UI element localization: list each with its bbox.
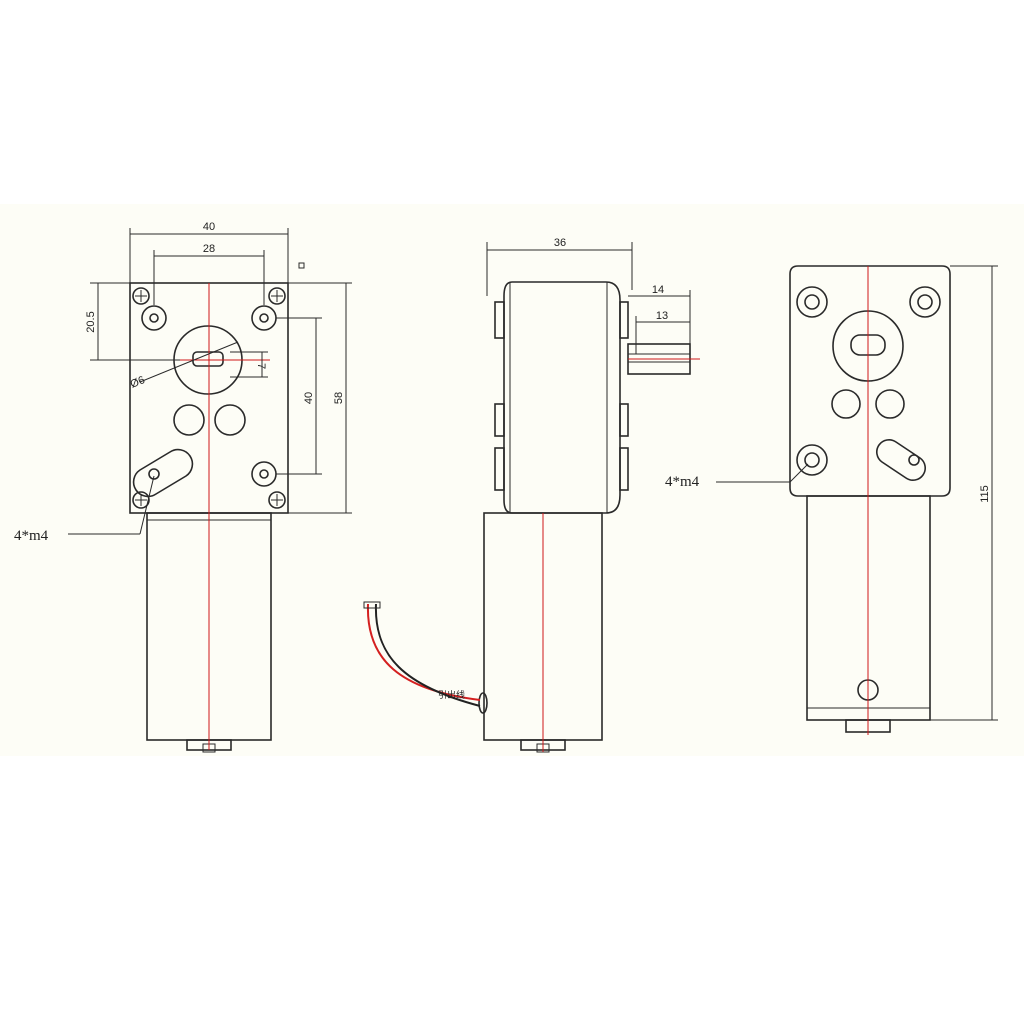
side-tab [619, 447, 629, 491]
front-corner-screw [268, 287, 286, 305]
front-round-hole [214, 404, 246, 436]
dim-side-depth: 36 [486, 237, 633, 296]
dim-front-hole-spacing: 40 [276, 317, 322, 475]
rear-mounting-hole [909, 286, 941, 318]
dim-shaft-length-label: 14 [652, 284, 664, 296]
rear-mount-callout: 4*m4 [665, 463, 809, 490]
dim-shaft-flat-length: 13 [635, 310, 690, 354]
rear-mounting-hole [796, 444, 828, 476]
side-wire-red [366, 603, 481, 701]
rear-round-hole [831, 389, 861, 419]
dim-shaft-flat-label: 7 [255, 363, 267, 369]
front-slotted-hole [132, 448, 194, 498]
side-tab [494, 301, 505, 339]
rear-slotted-hole [876, 439, 926, 481]
dim-shaft-flat-length-label: 13 [656, 310, 668, 322]
dim-front-height: 58 [288, 282, 352, 514]
dim-front-width-outer: 40 [129, 221, 289, 283]
side-gearbox-body [503, 281, 621, 514]
side-wire-label: 引出线 [438, 689, 465, 700]
front-shaft-flat [192, 351, 224, 367]
dim-front-height-label: 58 [333, 392, 345, 404]
rear-mounting-hole [796, 286, 828, 318]
dim-overall-length: 115 [930, 265, 998, 721]
dim-shaft-flat: 7 [230, 351, 268, 378]
rear-gearbox-plate [789, 265, 951, 497]
front-mounting-hole [141, 305, 167, 331]
side-wire-grommet [478, 692, 488, 714]
dim-shaft-diameter: Ø6 [129, 341, 239, 391]
rear-view: 115 4*m4 [665, 265, 998, 735]
rear-mount-callout-label: 4*m4 [665, 474, 700, 490]
front-corner-screw [132, 287, 150, 305]
dim-shaft-length: 14 [628, 284, 691, 344]
dim-front-width-outer-label: 40 [203, 221, 215, 233]
front-corner-screw [132, 491, 150, 509]
front-view: 40 28 20.5 40 58 [14, 221, 352, 753]
front-mount-callout-label: 4*m4 [14, 528, 49, 544]
side-tab [619, 403, 629, 437]
dim-shaft-diameter-label: Ø6 [129, 374, 147, 391]
front-mount-callout: 4*m4 [14, 475, 155, 544]
front-datum-marker [298, 262, 305, 269]
dim-front-offset: 20.5 [85, 282, 180, 361]
front-round-hole [173, 404, 205, 436]
dim-side-depth-label: 36 [554, 237, 566, 249]
rear-round-hole [875, 389, 905, 419]
side-view: 引出线 36 14 13 [363, 237, 700, 753]
dim-front-width-inner: 28 [153, 243, 265, 305]
side-tab [494, 403, 505, 437]
side-tab [494, 447, 505, 491]
side-wire-black [374, 603, 481, 707]
side-tab [619, 301, 629, 339]
dim-front-hole-spacing-label: 40 [303, 392, 315, 404]
front-corner-screw [268, 491, 286, 509]
dim-overall-length-label: 115 [979, 485, 991, 503]
dim-front-width-inner-label: 28 [203, 243, 215, 255]
drawing-background [0, 204, 1024, 756]
dim-front-offset-label: 20.5 [85, 311, 97, 332]
